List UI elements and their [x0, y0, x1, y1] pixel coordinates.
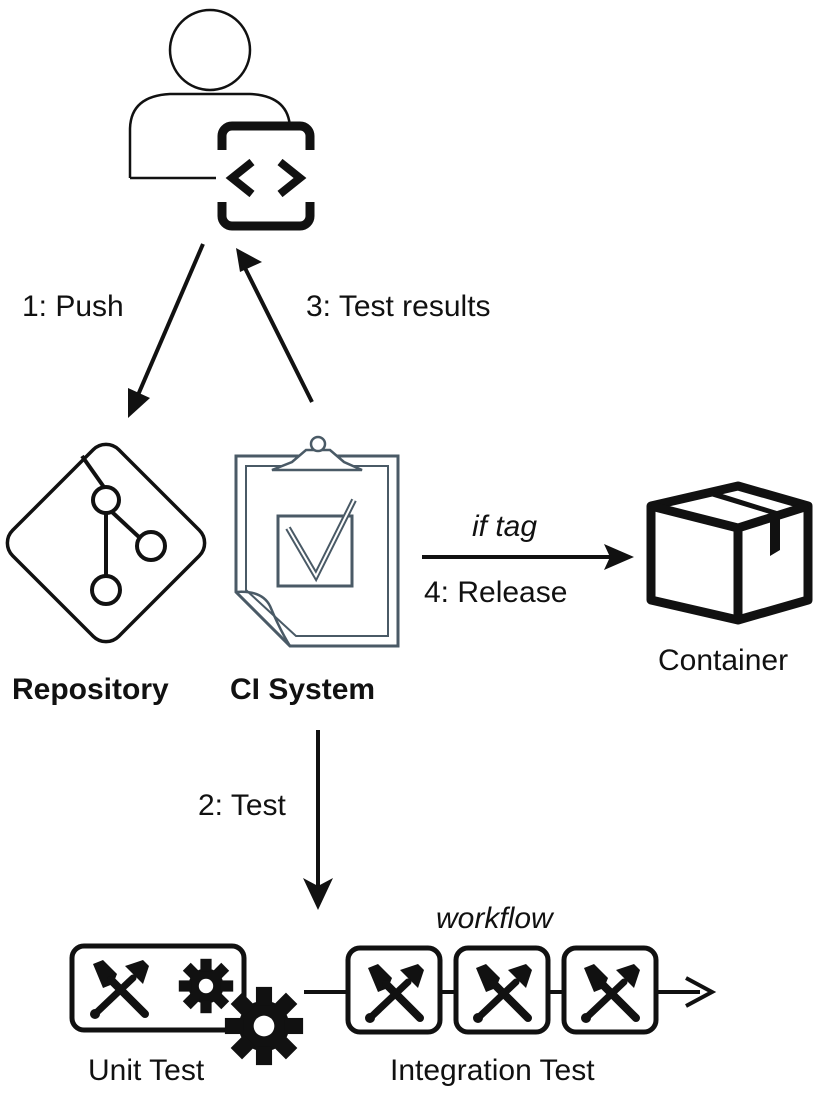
workflow-label: workflow	[436, 902, 553, 935]
git-icon	[5, 442, 207, 644]
unit-test-label: Unit Test	[88, 1054, 205, 1087]
container-label: Container	[658, 644, 789, 677]
release-arrow	[422, 544, 634, 570]
test-label: 2: Test	[198, 789, 286, 822]
push-label: 1: Push	[22, 290, 124, 323]
clipboard-checkmark-icon	[234, 435, 400, 648]
test-results-arrow	[236, 248, 314, 403]
developer-code-icon	[128, 8, 316, 231]
release-condition-label: if tag	[472, 510, 538, 543]
package-box-icon	[646, 481, 813, 625]
tools-gear-icon	[69, 943, 304, 1066]
release-label: 4: Release	[424, 576, 568, 609]
push-arrow	[128, 243, 205, 418]
test-arrow	[303, 730, 333, 910]
tools-icon	[304, 945, 717, 1035]
ci-system-label: CI System	[230, 673, 376, 706]
repository-label: Repository	[12, 673, 169, 706]
integration-test-label: Integration Test	[390, 1054, 595, 1087]
test-results-label: 3: Test results	[306, 290, 491, 323]
